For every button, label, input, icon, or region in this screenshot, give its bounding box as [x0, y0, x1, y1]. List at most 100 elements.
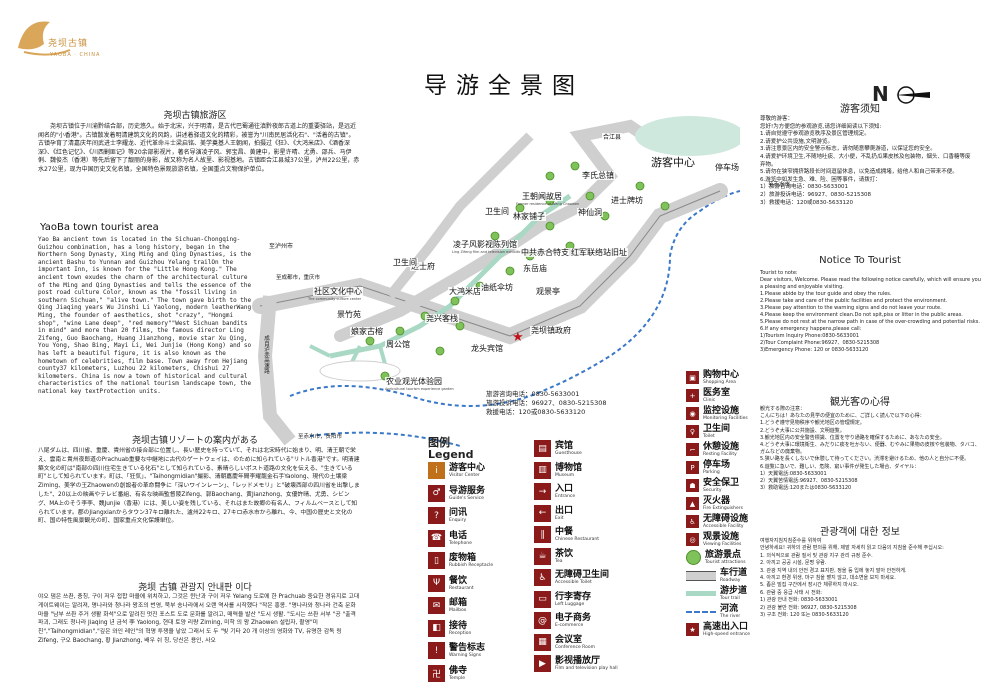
legend-label-en: Tour trail — [720, 596, 740, 601]
legend-icon: ▥ — [534, 461, 551, 479]
legend-title-en: Legend — [428, 448, 474, 461]
legend-label: 监控设施 — [703, 406, 740, 416]
legend-icon: ▣ — [686, 371, 699, 384]
map-phone-line: 救援电话：120或0830-5633120 — [486, 408, 586, 416]
map-label-lingzifeng-hall-en: Ling Zifeng film and television exhibiti… — [452, 250, 531, 254]
right-en-body: Tourist to note: Dear visitors, Welcome.… — [760, 270, 981, 353]
legend-label: 博物馆 — [555, 462, 583, 473]
logo: 尧坝古镇 YAOBA · CHINA — [10, 8, 120, 68]
legend-label: 无障碍卫生间 — [555, 570, 610, 580]
legend-label: 高速出入口 — [703, 622, 749, 632]
legend-label: 邮箱 — [449, 598, 468, 608]
legend-label-en: Entrance — [555, 494, 576, 499]
legend-label: 佛寺 — [449, 665, 468, 676]
legend-label: 宾馆 — [555, 441, 574, 451]
legend-label-en: E-commerce — [555, 623, 584, 628]
left-cn-title: 尧坝古镇旅游区 — [163, 111, 227, 121]
map-label-agri-garden: 农业观光体验园 — [385, 377, 443, 386]
right-en-title: Notice To Tourist — [819, 255, 901, 266]
map-label-yaoxing-inn: 尧兴客栈 — [425, 314, 459, 323]
legend-label: 游客中心 — [449, 463, 486, 473]
legend-icon: ◎ — [686, 533, 699, 546]
left-kr-body: 야오 댐은 쓰촨, 충칭, 구이 저우 접합 마을에 위치하고, 그것은 윈난과… — [38, 594, 360, 644]
map-label-dahong-rice-shop: 大鸿米店 — [448, 287, 482, 296]
legend-icon: P — [686, 461, 699, 474]
legend-icon: ⌐ — [686, 443, 699, 456]
legend-label: 无障碍设施 — [703, 514, 749, 524]
legend-label: 导游服务 — [449, 485, 486, 496]
legend-label-en: Accessible Toilet — [555, 580, 592, 585]
main-road-edge — [259, 190, 721, 337]
legend-icon: ! — [428, 642, 445, 659]
map-label-community-center-en: The community culture center — [308, 297, 362, 301]
expressway — [257, 295, 296, 446]
legend-line-icon — [686, 610, 716, 613]
road-label-expressway: 成自泸赤高速路 — [263, 335, 269, 374]
legend-icon: ★ — [686, 623, 699, 636]
river-line-south — [309, 431, 461, 447]
legend-icon: ◧ — [428, 619, 445, 637]
right-kr-title: 관광객에 대한 정보 — [820, 527, 900, 538]
legend-label-en: Restaurant — [449, 585, 474, 591]
legend-label: 中餐 — [555, 527, 574, 537]
legend-label-en: Chinese Restaurant — [555, 537, 600, 542]
legend-icon: ♀ — [686, 425, 699, 438]
legend-label-en: Film and television play hall — [555, 666, 618, 671]
left-jp-title: 尧坝古镇リゾートの案内がある — [131, 436, 258, 446]
legend-label-en: Accessible Facility — [703, 524, 744, 529]
left-cn-body: 尧坝古镇位于川渝黔结合部，历史悠久。始于北宋，兴于明清，是古代巴蜀通往滇黔夜郎古… — [38, 123, 360, 173]
legend-icon: + — [686, 389, 699, 402]
left-en-title: YaoBa town tourist area — [40, 222, 159, 233]
legend-icon: ♿ — [534, 569, 551, 586]
map-label-red-army-site: 红军联络站旧址 — [570, 248, 628, 257]
map-label-visitor-center: 游客中心 — [651, 156, 695, 169]
map-label-to-luzhou: 至泸州市 — [268, 242, 295, 251]
legend-line-icon — [686, 591, 716, 596]
right-cn-body: 尊敬的游客： 您好!为方便您的参观游览,请您详细阅读以下须知: 1.请自觉遵守参… — [760, 116, 971, 206]
legend-title: 图例 Legend — [428, 434, 474, 461]
map-label-longtou-hotel: 龙头宾馆 — [470, 344, 504, 353]
map-label-community-center: 社区文化中心 — [313, 287, 363, 296]
logo-text: 尧坝古镇 — [48, 39, 89, 49]
logo-subtext: YAOBA · CHINA — [50, 52, 101, 58]
legend-label: 卫生间 — [703, 424, 731, 434]
legend-label-en: Shopping Area — [703, 380, 736, 385]
legend-icon: ☕ — [534, 547, 551, 565]
legend-label-en: Conference Room — [555, 644, 595, 650]
legend-label: 餐饮 — [449, 575, 468, 586]
legend-label: 会议室 — [555, 634, 583, 645]
legend-label: 警告标志 — [449, 643, 486, 653]
map-graphic: ★ — [252, 116, 740, 447]
legend-label: 问讯 — [449, 508, 468, 518]
